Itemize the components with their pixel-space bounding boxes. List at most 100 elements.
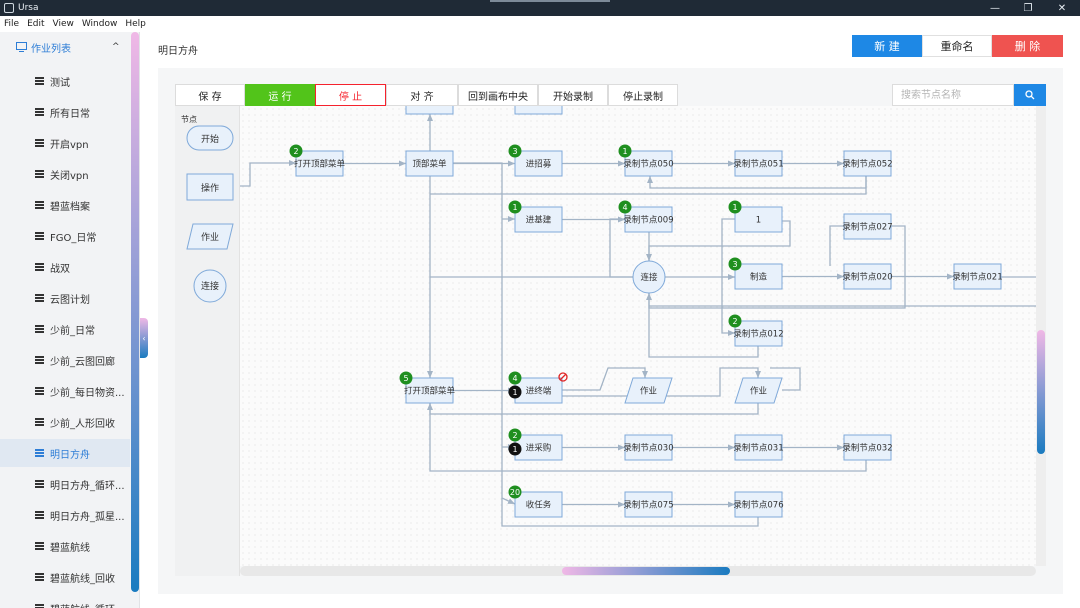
graph-node-shape[interactable]	[843, 263, 892, 290]
sidebar-item[interactable]: 战双	[0, 253, 130, 281]
graph-node[interactable]: 录制节点020	[842, 263, 893, 290]
sidebar-item[interactable]: 碧蓝航线_回收	[0, 563, 130, 591]
graph-edge[interactable]	[562, 367, 648, 391]
sidebar-item[interactable]: 开启vpn	[0, 129, 130, 157]
palette-connect-node[interactable]: 连接	[193, 269, 227, 303]
menu-window[interactable]: Window	[81, 19, 118, 29]
graph-edge[interactable]	[609, 218, 633, 278]
palette-job-node[interactable]: 作业	[186, 223, 234, 250]
graph-node[interactable]: 顶部菜单	[405, 150, 454, 177]
graph-edge[interactable]	[453, 162, 516, 505]
graph-edge[interactable]	[501, 498, 759, 527]
graph-node-shape[interactable]	[632, 260, 666, 294]
graph-node-shape[interactable]	[295, 150, 344, 177]
graph-node-shape[interactable]	[514, 491, 563, 518]
palette-start-node[interactable]: 开始	[186, 125, 234, 151]
rename-button[interactable]: 重命名	[922, 35, 992, 57]
menu-view[interactable]: View	[52, 19, 74, 29]
graph-node[interactable]: 录制节点027	[842, 213, 893, 240]
menu-edit[interactable]: Edit	[27, 19, 45, 29]
sidebar-item[interactable]: 少前_人形回收	[0, 408, 130, 436]
graph-node-shape[interactable]	[734, 320, 783, 347]
graph-edge[interactable]	[647, 176, 867, 189]
graph-node-shape[interactable]	[953, 263, 1002, 290]
graph-node-partial[interactable]	[514, 106, 563, 115]
graph-node[interactable]: 作业	[734, 377, 783, 404]
align-button[interactable]: 对 齐	[386, 84, 458, 106]
sidebar-collapse-handle[interactable]: ‹	[140, 318, 148, 358]
sidebar-item[interactable]: 云图计划	[0, 284, 130, 312]
maximize-button[interactable]: ❐	[1023, 2, 1033, 14]
sidebar-header[interactable]: 作业列表 ^	[0, 32, 139, 62]
node-search-input[interactable]	[892, 84, 1014, 106]
minimize-button[interactable]: —	[990, 2, 1000, 14]
sidebar-item[interactable]: 少前_每日物资...	[0, 377, 130, 405]
new-button[interactable]: 新 建	[852, 35, 922, 57]
graph-node[interactable]: 录制节点021	[952, 263, 1003, 290]
graph-node-shape[interactable]	[734, 263, 783, 290]
graph-edge[interactable]	[770, 367, 801, 391]
menu-file[interactable]: File	[4, 19, 20, 29]
sidebar-item[interactable]: 所有日常	[0, 98, 130, 126]
sidebar-item[interactable]: 碧蓝档案	[0, 191, 130, 219]
stop-button[interactable]: 停 止	[315, 84, 386, 106]
graph-node-shape[interactable]	[624, 377, 673, 404]
graph-node[interactable]: 录制节点030	[623, 434, 674, 461]
graph-node[interactable]: 制造3	[728, 257, 783, 290]
graph-node-shape[interactable]	[843, 434, 892, 461]
graph-edge[interactable]	[562, 367, 761, 397]
graph-edge[interactable]	[646, 225, 906, 309]
graph-node-shape[interactable]	[843, 150, 892, 177]
close-button[interactable]: ✕	[1057, 2, 1067, 14]
stop-record-button[interactable]: 停止录制	[608, 84, 678, 106]
horizontal-scroll-thumb[interactable]	[562, 567, 730, 575]
graph-node[interactable]: 录制节点032	[842, 434, 893, 461]
graph-edge[interactable]	[648, 293, 759, 358]
graph-node[interactable]: 录制节点051	[733, 150, 784, 177]
graph-node[interactable]: 作业	[624, 377, 673, 404]
graph-node-shape[interactable]	[514, 150, 563, 177]
sidebar-item[interactable]: 测试	[0, 67, 130, 95]
vertical-scroll-thumb[interactable]	[1037, 330, 1045, 454]
sidebar-item[interactable]: 明日方舟_孤星...	[0, 501, 130, 529]
sidebar-item[interactable]: 少前_云图回廊	[0, 346, 130, 374]
sidebar-item[interactable]: 明日方舟	[0, 439, 130, 467]
graph-node-shape[interactable]	[514, 206, 563, 233]
recenter-button[interactable]: 回到画布中央	[458, 84, 538, 106]
graph-node-partial[interactable]	[405, 106, 454, 115]
graph-node-shape[interactable]	[514, 377, 563, 404]
graph-node[interactable]: 录制节点076	[733, 491, 784, 518]
sidebar-item[interactable]: 关闭vpn	[0, 160, 130, 188]
graph-node[interactable]: 11	[728, 200, 783, 233]
graph-node[interactable]: 录制节点031	[733, 434, 784, 461]
graph-node-shape[interactable]	[734, 377, 783, 404]
graph-node[interactable]: 录制节点052	[842, 150, 893, 177]
sidebar-item[interactable]: 明日方舟_循环...	[0, 470, 130, 498]
delete-button[interactable]: 删 除	[992, 35, 1063, 57]
graph-node-shape[interactable]	[405, 377, 454, 404]
sidebar-item[interactable]: 碧蓝航线_循环	[0, 594, 130, 608]
graph-edge[interactable]	[430, 176, 867, 195]
sidebar-item[interactable]: FGO_日常	[0, 222, 130, 250]
graph-node-shape[interactable]	[405, 150, 454, 177]
graph-node-shape[interactable]	[734, 434, 783, 461]
start-record-button[interactable]: 开始录制	[538, 84, 608, 106]
chevron-up-icon[interactable]: ^	[112, 42, 120, 52]
sidebar-item[interactable]: 少前_日常	[0, 315, 130, 343]
graph-edge[interactable]	[427, 403, 759, 415]
canvas-vertical-scrollbar[interactable]	[1036, 106, 1046, 566]
graph-edge[interactable]	[721, 218, 735, 336]
graph-edge[interactable]	[240, 160, 296, 187]
